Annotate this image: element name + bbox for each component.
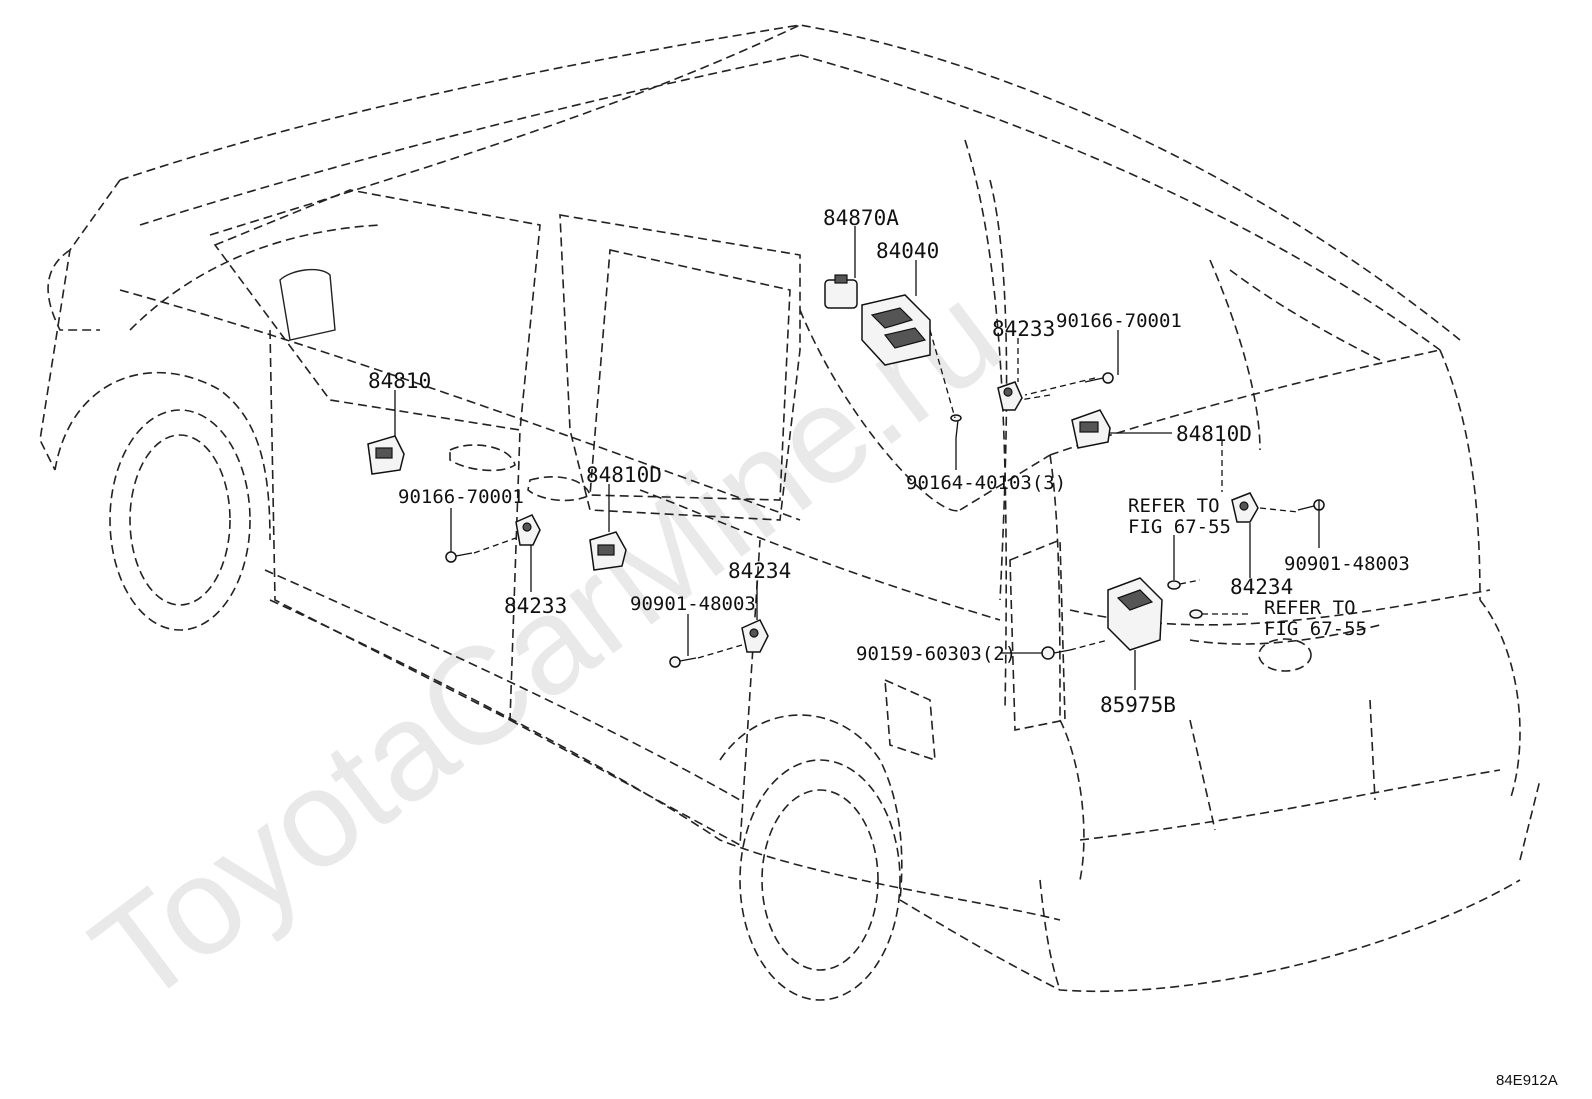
screw-90164 [950, 414, 962, 439]
part-84234-mid-switch [741, 619, 769, 653]
label-90901-48003-right: 90901-48003 [1284, 553, 1410, 575]
leader-lines [394, 226, 1320, 690]
part-84810D-mid-switch [589, 531, 627, 571]
part-84810D-right-switch [1071, 409, 1111, 449]
part-84233-bottom-switch [515, 514, 541, 546]
label-84810D-right: 84810D [1176, 422, 1252, 446]
label-90901-48003-mid: 90901-48003 [630, 593, 756, 615]
label-85975B: 85975B [1100, 693, 1176, 717]
label-84233-top: 84233 [992, 317, 1055, 341]
label-fig-67-55-2: FIG 67-55 [1264, 618, 1367, 640]
part-84810-left-switch [367, 435, 405, 475]
label-84870A: 84870A [823, 206, 899, 230]
screw-90901-right [1297, 499, 1325, 511]
label-84233-bottom: 84233 [504, 594, 567, 618]
screw-90166-top [1084, 372, 1114, 384]
label-90164-40103: 90164-40103(3) [906, 472, 1066, 494]
screw-90159 [1041, 646, 1071, 660]
label-refer-to-1: REFER TO [1128, 495, 1220, 517]
label-84810D-mid: 84810D [586, 463, 662, 487]
clip-refer-2 [1189, 609, 1203, 619]
rear-wheel [739, 759, 901, 1001]
screw-90166-left [445, 551, 473, 563]
label-84234-right: 84234 [1230, 575, 1293, 599]
part-84234-right-switch [1231, 492, 1259, 523]
part-84233-top-switch [997, 381, 1023, 411]
part-labels: 84870A 84040 84233 90166-70001 84810 848… [368, 206, 1558, 1089]
label-refer-to-2: REFER TO [1264, 597, 1356, 619]
clip-refer-1 [1167, 580, 1181, 590]
screw-90901-mid [669, 656, 697, 668]
figure-code: 84E912A [1496, 1072, 1558, 1089]
label-84040: 84040 [876, 239, 939, 263]
front-wheel [109, 409, 251, 631]
label-84810-left: 84810 [368, 369, 431, 393]
label-84234-mid: 84234 [728, 559, 791, 583]
label-90159-60303: 90159-60303(2) [856, 643, 1016, 665]
label-90166-70001-left: 90166-70001 [398, 486, 524, 508]
part-85975B-relay [1107, 577, 1163, 651]
label-90166-70001-top: 90166-70001 [1056, 310, 1182, 332]
part-84040-master-switch [861, 294, 931, 366]
label-fig-67-55-1: FIG 67-55 [1128, 516, 1231, 538]
part-84870A-switch [824, 274, 858, 309]
